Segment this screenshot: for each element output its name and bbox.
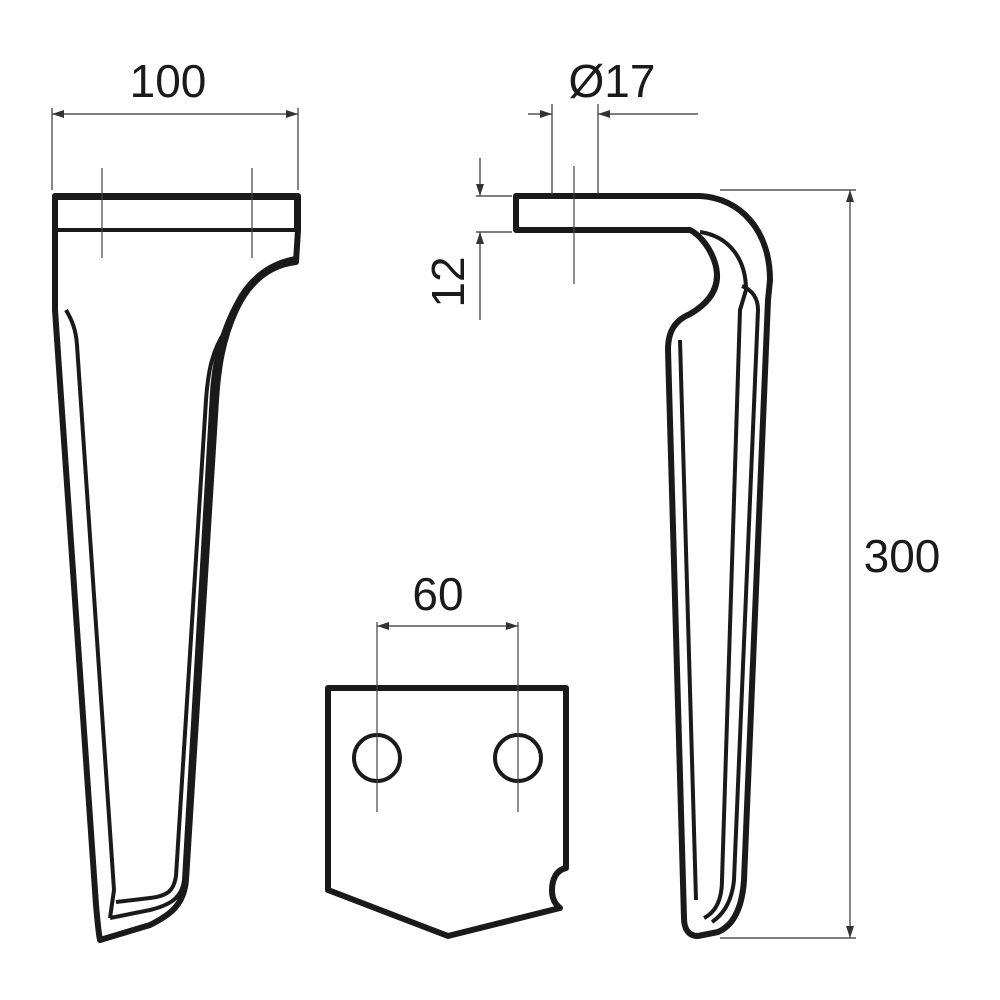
dimension-width: 100 <box>51 55 299 190</box>
side-inner-curve2 <box>710 284 760 924</box>
dimension-hole-spacing-label: 60 <box>412 568 463 620</box>
dimension-thickness: 12 <box>422 158 512 320</box>
dimension-length: 300 <box>720 189 941 939</box>
front-bevel-left <box>64 308 116 919</box>
hole-plate-outline <box>325 685 569 939</box>
side-view-blade <box>513 166 773 939</box>
front-bevel-inner <box>109 256 297 920</box>
dimension-hole-spacing: 60 <box>377 568 518 630</box>
dimension-hole-diameter-label: Ø17 <box>569 55 656 107</box>
dimension-length-label: 300 <box>864 530 941 582</box>
hole-plate-view <box>325 622 569 939</box>
front-bevel-inner2 <box>115 328 228 904</box>
front-flange <box>54 196 298 232</box>
front-blade-outline <box>52 193 301 943</box>
front-view-blade <box>52 168 301 943</box>
dimension-hole-diameter: Ø17 <box>528 55 698 196</box>
side-inner-curve3 <box>678 339 698 901</box>
dimension-thickness-label: 12 <box>422 256 474 307</box>
dimension-width-label: 100 <box>130 55 207 107</box>
side-blade-outline <box>513 193 773 939</box>
